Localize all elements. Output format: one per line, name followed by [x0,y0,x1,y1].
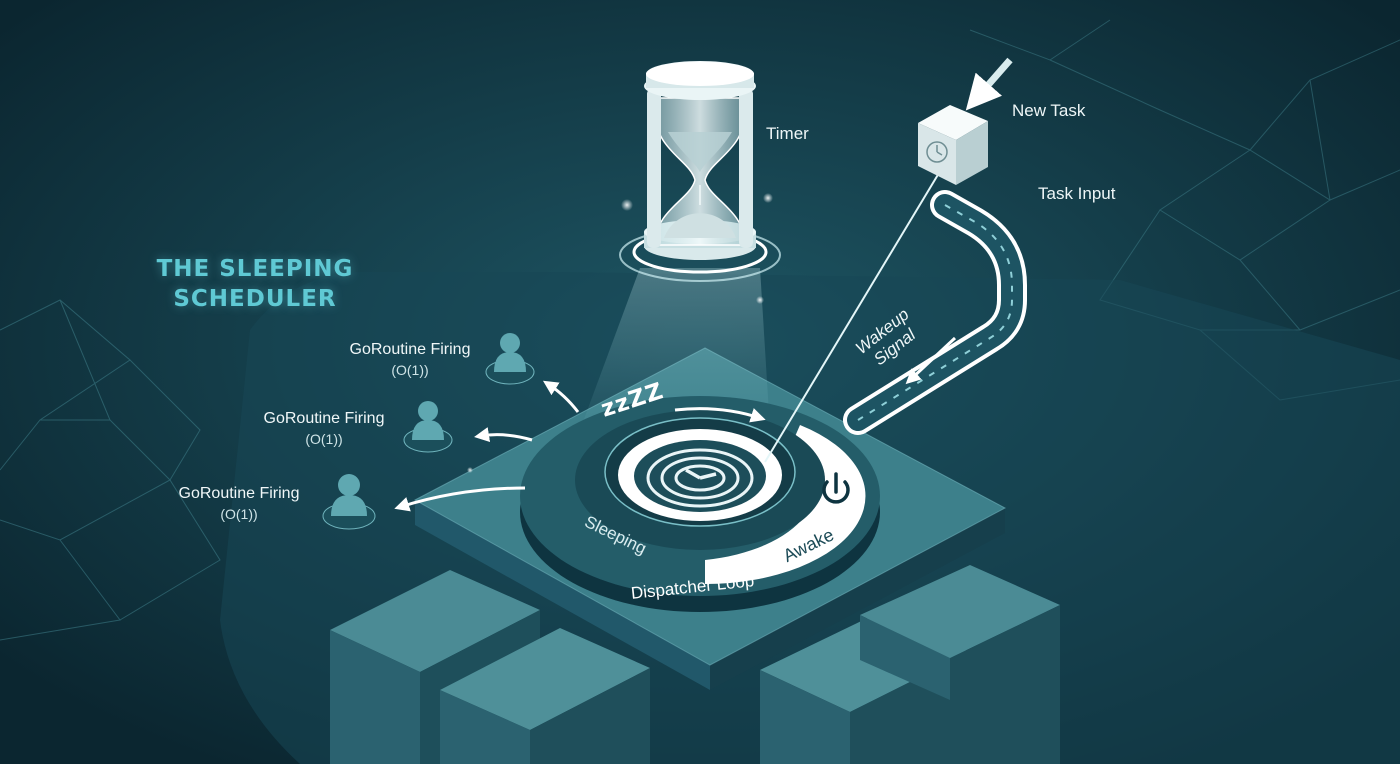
rotation-arrow [674,407,766,423]
task-input-label: Task Input [1038,184,1116,203]
timer-label: Timer [766,124,809,143]
diagram-title: THE SLEEPING SCHEDULER [120,254,390,314]
network-mesh-left [0,299,221,641]
goroutine-firing-3: GoRoutine Firing (O(1)) [149,484,329,524]
awake-segment [705,425,866,585]
sparkles [467,193,773,473]
person-icon [322,474,376,530]
light-beam [580,268,770,430]
wakeup-signal-line [764,162,946,463]
new-task-label: New Task [1012,101,1086,120]
goroutine-label: GoRoutine Firing [178,485,300,502]
goroutine-complexity: (O(1)) [305,431,343,447]
task-input-track [843,190,1027,435]
goroutine-complexity: (O(1)) [391,362,429,378]
person-icon [403,401,453,453]
goroutine-firing-1: GoRoutine Firing (O(1)) [320,340,500,380]
power-icon [822,472,850,504]
title-line-2: SCHEDULER [173,286,337,312]
dispatcher-disk [520,396,880,612]
goroutine-label: GoRoutine Firing [263,410,385,427]
goroutine-label: GoRoutine Firing [349,341,471,358]
clock-icon [646,448,754,508]
goroutine-firing-2: GoRoutine Firing (O(1)) [234,409,414,449]
person-icon [485,333,535,385]
hourglass-icon [619,61,781,282]
foundation-cubes [330,565,1060,764]
goroutine-complexity: (O(1)) [220,506,258,522]
goroutine-workers [322,333,580,530]
title-line-1: THE SLEEPING [156,256,354,282]
task-cube-icon [918,57,1013,185]
